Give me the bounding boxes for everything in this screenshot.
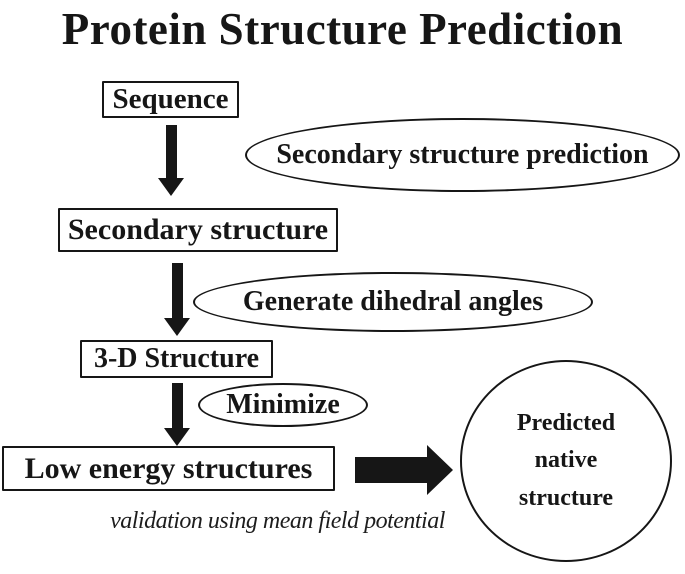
flow-box-low-energy-structures: Low energy structures	[2, 446, 335, 491]
flow-ellipse-label: Generate dihedral angles	[242, 286, 544, 317]
flow-box-label: Sequence	[112, 83, 229, 115]
flow-ellipse-generate-dihedral-angles: Generate dihedral angles	[193, 272, 593, 332]
flow-ellipse-secondary-structure-prediction: Secondary structure prediction	[245, 118, 680, 192]
flow-box-secondary-structure: Secondary structure	[58, 208, 338, 252]
flow-ellipse-label: Secondary structure prediction	[276, 139, 649, 170]
flow-ellipse-label: Minimize	[226, 389, 340, 420]
flow-circle-line: native	[534, 447, 598, 474]
flow-box-label: 3-D Structure	[93, 343, 260, 374]
down-arrow-icon	[164, 263, 190, 336]
arrow-head	[164, 428, 190, 446]
arrow-shaft	[171, 263, 183, 318]
arrow-shaft	[355, 457, 427, 483]
flow-box-sequence: Sequence	[102, 81, 239, 118]
arrow-shaft	[171, 383, 183, 428]
arrow-head	[427, 445, 453, 495]
down-arrow-icon	[164, 383, 190, 446]
flow-box-label: Low energy structures	[24, 451, 313, 485]
flow-circle-label: Predicted native structure	[517, 405, 615, 517]
flow-box-3d-structure: 3-D Structure	[80, 340, 273, 378]
arrow-head	[158, 178, 184, 196]
flow-circle-line: Predicted	[516, 410, 616, 437]
validation-caption: validation using mean field potential	[110, 508, 445, 534]
flow-ellipse-minimize: Minimize	[198, 383, 368, 427]
right-arrow-icon	[355, 445, 453, 495]
down-arrow-icon	[158, 125, 184, 196]
flow-box-label: Secondary structure	[67, 213, 329, 246]
flow-circle-predicted-native-structure: Predicted native structure	[460, 360, 672, 562]
flow-circle-line: structure	[518, 484, 614, 511]
page-title: Protein Structure Prediction	[61, 4, 624, 54]
arrow-head	[164, 318, 190, 336]
arrow-shaft	[165, 125, 177, 178]
